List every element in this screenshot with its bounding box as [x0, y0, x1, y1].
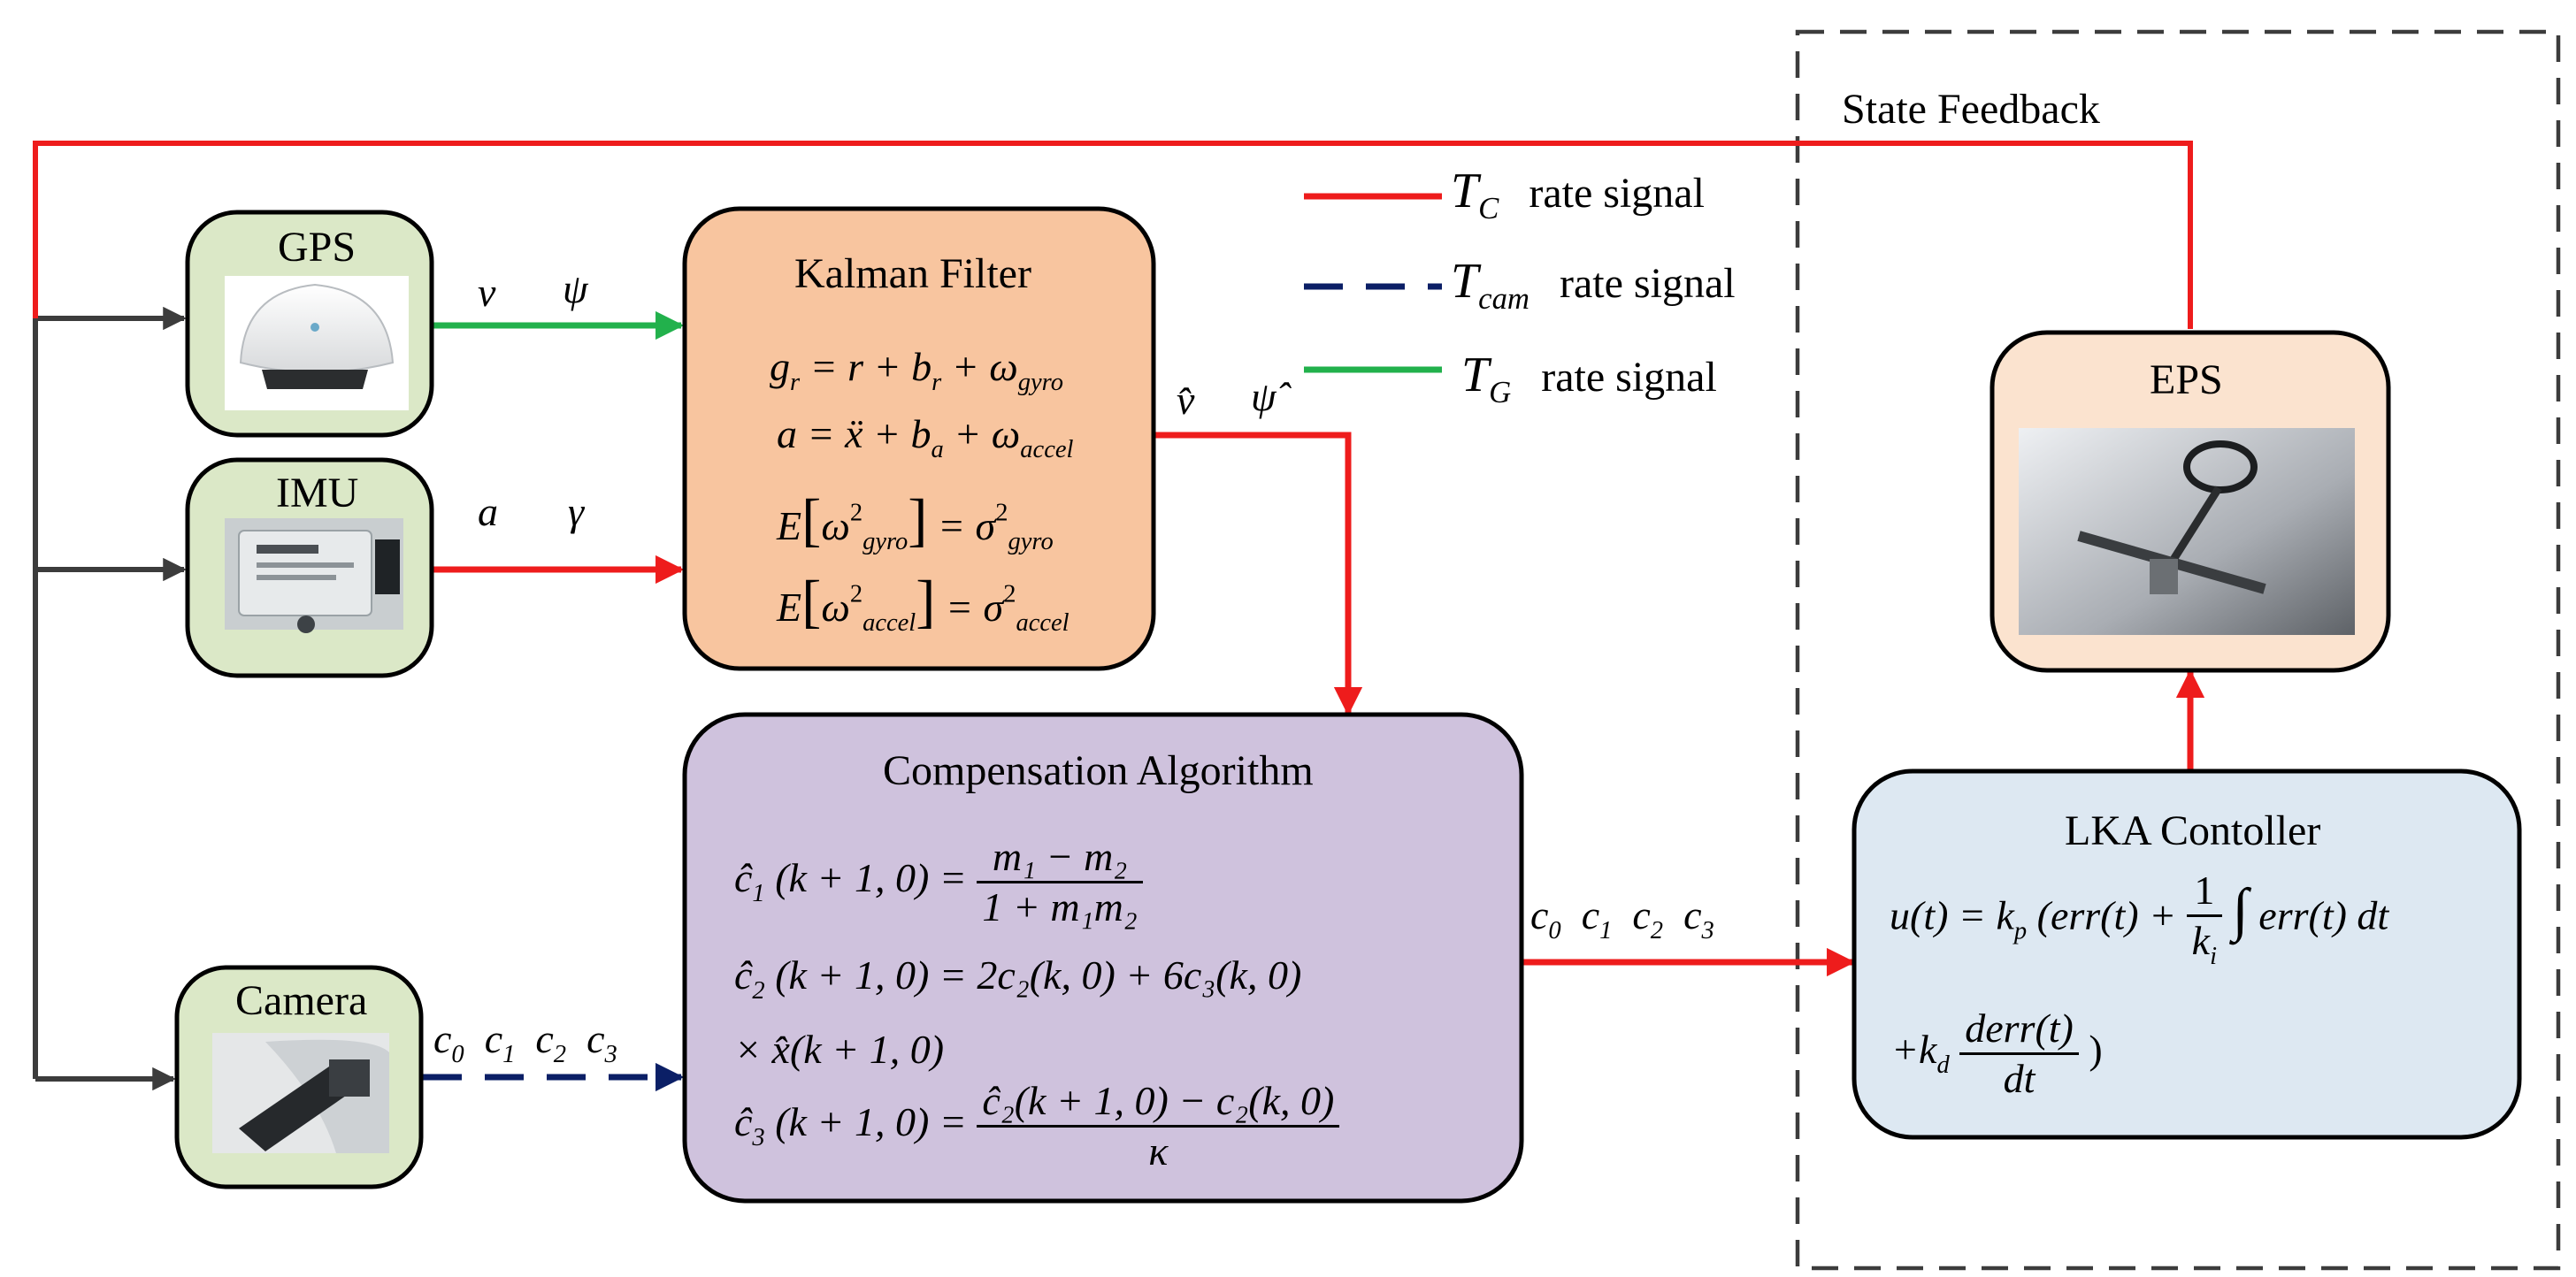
legend-subscript: C [1478, 191, 1499, 226]
state-feedback-label: State Feedback [1842, 86, 2100, 133]
kalman-to-compensation-arrow [1155, 432, 1363, 716]
kalman-eq-accel: a = ẍ + ba + ωaccel [777, 411, 1074, 463]
compensation-eq-c2: ĉ2 (k + 1, 0) = 2c₂(k, 0) + 6c₃(k, 0) [734, 952, 1302, 1005]
gps-receiver-icon [225, 276, 409, 410]
signal-gamma: γ [568, 489, 585, 534]
legend-subscript: cam [1478, 281, 1530, 317]
compensation-output-coefficients: c0 c1 c2 c3 [1530, 892, 1714, 944]
lka-title: LKA Contoller [2065, 807, 2321, 854]
legend-symbol: T [1451, 254, 1479, 309]
kalman-eq-accel-variance: E[ω2accel] = σ2accel [777, 570, 1070, 637]
compensation-block [682, 712, 1524, 1204]
legend-symbol: T [1451, 164, 1479, 218]
signal-v-hat: v̂ [1177, 378, 1195, 423]
compensation-eq-c2-continued: × x̂(k + 1, 0) [734, 1027, 945, 1072]
kalman-title: Kalman Filter [794, 250, 1031, 297]
legend-text: rate signal [1541, 354, 1717, 401]
gps-label: GPS [278, 224, 356, 271]
eps-label: EPS [2150, 356, 2223, 403]
kalman-eq-gyro: gr = r + br + ωgyro [770, 344, 1063, 396]
legend-text: rate signal [1529, 170, 1705, 217]
imu-module-icon [225, 518, 403, 633]
legend-entry-tcam: Tcam rate signal [1451, 256, 1736, 315]
camera-label: Camera [235, 977, 368, 1024]
signal-psi: ψ [563, 266, 588, 311]
lka-block [1852, 768, 2522, 1140]
compensation-title: Compensation Algorithm [883, 747, 1314, 794]
imu-label: IMU [276, 470, 359, 516]
compensation-eq-c1: ĉ1 (k + 1, 0) = m₁ − m₂ 1 + m₁m₂ [734, 837, 1143, 928]
kalman-block [682, 206, 1156, 671]
camera-signal-coefficients: c0 c1 c2 c3 [433, 1016, 617, 1068]
signal-a: a [478, 489, 498, 534]
compensation-eq-c3: ĉ3 (k + 1, 0) = ĉ₂(k + 1, 0) − c₂(k, 0) … [734, 1081, 1340, 1172]
signal-v: v [478, 270, 496, 315]
state-feedback-region [1795, 29, 2561, 1271]
steering-column-icon [2019, 428, 2355, 635]
feedback-line [33, 141, 2193, 329]
legend-symbol: T [1461, 348, 1490, 402]
lka-eq-line2: +kd derr(t) dt ) [1891, 1006, 2103, 1101]
legend-subscript: G [1489, 375, 1512, 410]
legend-text: rate signal [1560, 260, 1736, 307]
legend-entry-tg: TG rate signal [1461, 350, 1717, 409]
legend-entry-tc: TC rate signal [1451, 166, 1705, 225]
lka-eq-line1: u(t) = kp (err(t) + 1 ki ∫ err(t) dt [1890, 868, 2389, 970]
kalman-eq-gyro-variance: E[ω2gyro] = σ2gyro [777, 488, 1054, 555]
camera-module-icon [212, 1033, 389, 1153]
signal-psi-hat: ψ̂ [1251, 374, 1276, 419]
